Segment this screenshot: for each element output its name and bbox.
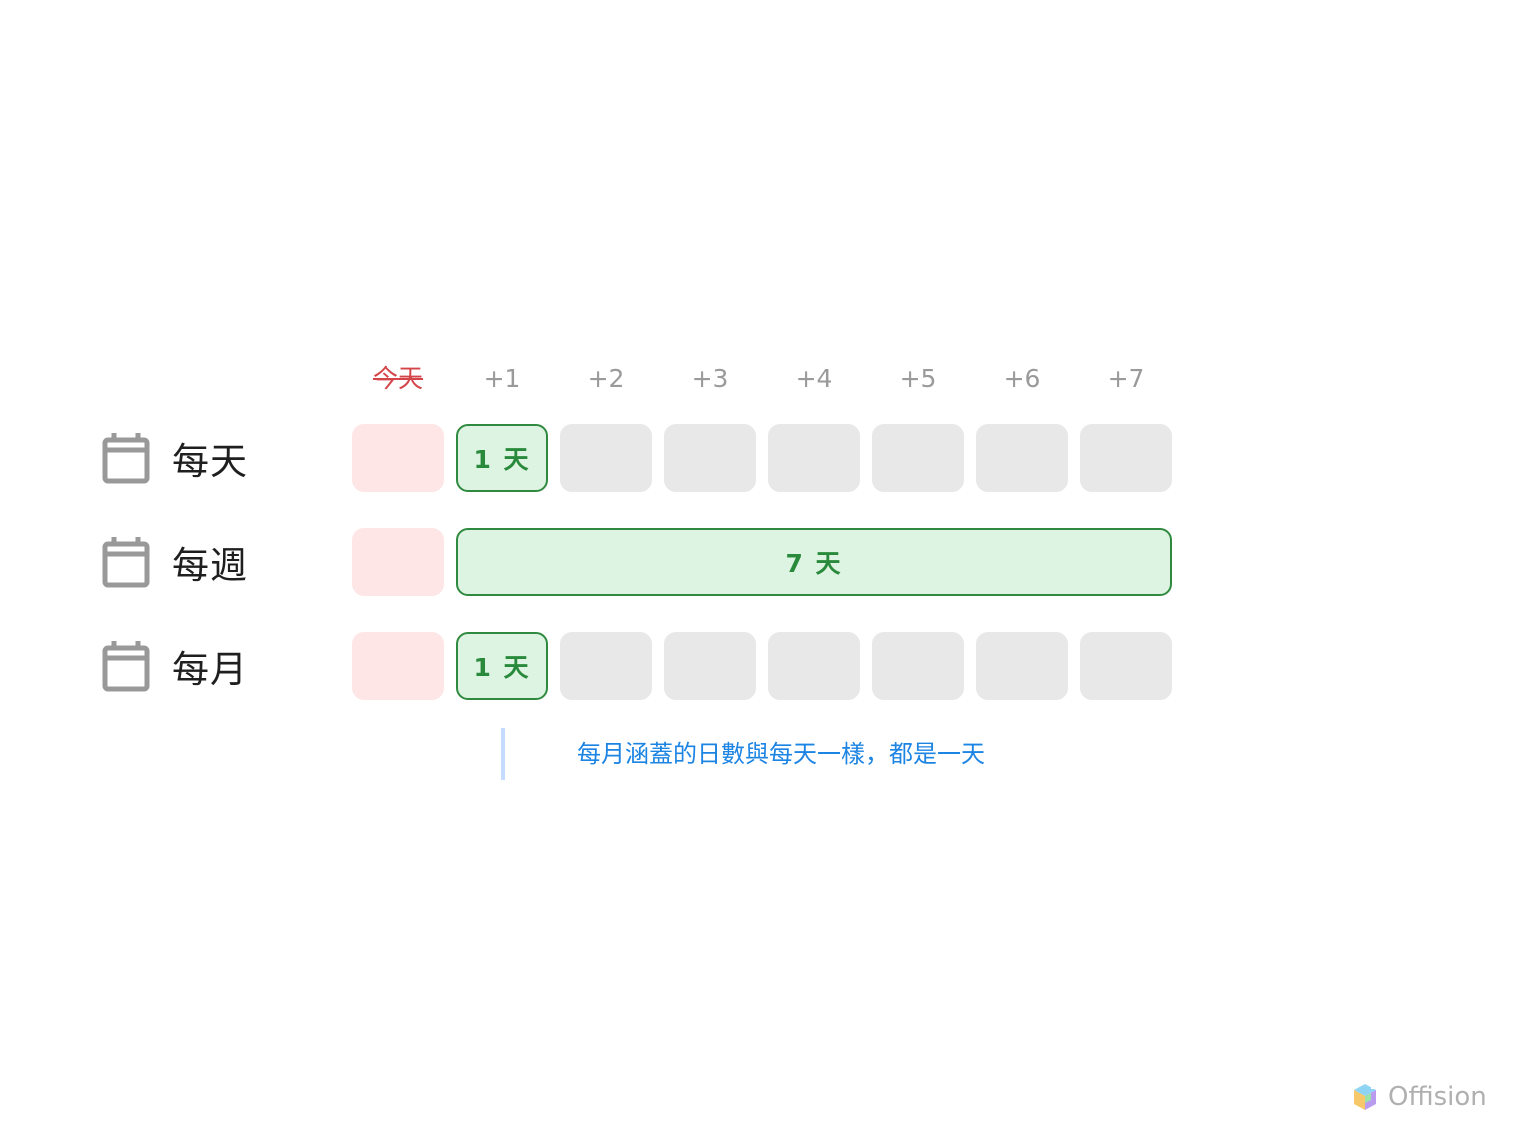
cell-empty [560, 632, 652, 700]
cell-empty [976, 632, 1068, 700]
cell-today-monthly [352, 632, 444, 700]
cell-empty [1080, 424, 1172, 492]
brand: Offision [1352, 1080, 1487, 1114]
cell-active-daily: 1 天 [456, 424, 548, 492]
row-label-monthly: 每月 [100, 632, 248, 700]
cell-empty [872, 424, 964, 492]
column-header-plus-7: +7 [1107, 364, 1145, 393]
column-header-today: 今天 [372, 364, 423, 393]
calendar-icon [102, 433, 150, 484]
cell-empty [560, 424, 652, 492]
column-header-plus-2: +2 [587, 364, 625, 393]
cell-empty [664, 632, 756, 700]
cell-empty [768, 632, 860, 700]
row-text-daily: 每天 [172, 440, 248, 483]
row-label-weekly: 每週 [100, 528, 248, 596]
note-bar [501, 728, 505, 780]
brand-name: Offision [1388, 1082, 1487, 1112]
cell-today-weekly [352, 528, 444, 596]
column-header-plus-4: +4 [795, 364, 833, 393]
cell-empty [1080, 632, 1172, 700]
cell-empty [976, 424, 1068, 492]
column-header-plus-1: +1 [483, 364, 521, 393]
calendar-icon [102, 641, 150, 692]
cell-empty [768, 424, 860, 492]
row-text-monthly: 每月 [172, 648, 248, 691]
calendar-icon [102, 537, 150, 588]
column-header-plus-6: +6 [1003, 364, 1041, 393]
row-text-weekly: 每週 [172, 544, 248, 587]
cell-today-daily [352, 424, 444, 492]
cell-active-weekly: 7 天 [456, 528, 1172, 596]
note-text: 每月涵蓋的日數與每天一樣，都是一天 [577, 740, 985, 768]
cell-empty [664, 424, 756, 492]
row-label-daily: 每天 [100, 424, 248, 492]
cell-active-monthly: 1 天 [456, 632, 548, 700]
column-header-plus-5: +5 [899, 364, 937, 393]
offision-logo-icon [1354, 1083, 1376, 1110]
cell-empty [872, 632, 964, 700]
column-header-plus-3: +3 [691, 364, 729, 393]
